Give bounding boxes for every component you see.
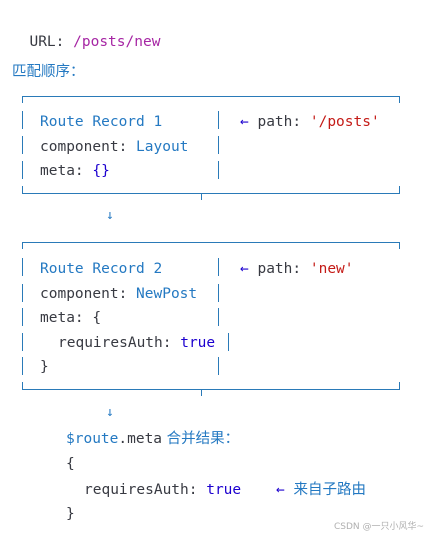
- box2-left-seg-2: [22, 284, 23, 302]
- box1-connector: [201, 194, 202, 200]
- merge-result-close: }: [66, 506, 75, 522]
- record-1-component-value: Layout: [136, 139, 189, 155]
- box1-bottom-left-tick: [22, 186, 23, 193]
- box1-top-border: [22, 96, 400, 97]
- box1-top-right-tick: [399, 96, 400, 103]
- box2-mid-seg-5: [218, 357, 219, 375]
- record-2-component: component: NewPost: [40, 286, 198, 302]
- box2-connector: [201, 390, 202, 396]
- box2-mid-seg-1: [218, 258, 219, 276]
- record-1-path-value: '/posts': [309, 114, 380, 130]
- url-line: URL: /posts/new: [12, 12, 160, 52]
- left-arrow-icon: ←: [276, 482, 285, 498]
- box2-bottom-left-tick: [22, 382, 23, 389]
- box1-bottom-right-tick: [399, 186, 400, 193]
- box2-left-seg-3: [22, 308, 23, 326]
- left-arrow-icon: ←: [240, 261, 249, 277]
- down-arrow-icon: ↓: [106, 405, 114, 420]
- box2-top-left-tick: [22, 242, 23, 249]
- merge-result-requires-auth: requiresAuth: true: [84, 482, 242, 498]
- merge-result-source: ← 来自子路由: [276, 482, 366, 498]
- box1-left-seg-2: [22, 136, 23, 154]
- box1-mid-seg-2: [218, 136, 219, 154]
- record-1-component: component: Layout: [40, 139, 189, 155]
- merge-result-open: {: [66, 456, 75, 472]
- url-path: /posts/new: [73, 34, 161, 50]
- box1-top-left-tick: [22, 96, 23, 103]
- box2-bottom-border: [22, 389, 400, 390]
- match-order-title: 匹配顺序：: [12, 64, 85, 80]
- url-label: URL:: [29, 34, 74, 50]
- record-1-path-annotation: ← path: '/posts': [240, 114, 380, 130]
- box1-left-seg-3: [22, 161, 23, 179]
- box2-left-seg-5: [22, 357, 23, 375]
- record-2-path-annotation: ← path: 'new': [240, 261, 354, 277]
- box1-mid-seg-1: [218, 111, 219, 129]
- record-1-title: Route Record 1: [40, 114, 163, 130]
- record-1-meta: meta: {}: [40, 163, 110, 179]
- box2-mid-seg-3: [218, 308, 219, 326]
- left-arrow-icon: ←: [240, 114, 249, 130]
- down-arrow-icon: ↓: [106, 208, 114, 223]
- box2-left-seg-4: [22, 333, 23, 351]
- record-2-title: Route Record 2: [40, 261, 163, 277]
- box2-top-border: [22, 242, 400, 243]
- box1-mid-seg-3: [218, 161, 219, 179]
- merge-result-title: $route.meta 合并结果：: [66, 431, 240, 447]
- record-2-component-value: NewPost: [136, 286, 198, 302]
- box2-mid-seg-4: [228, 333, 229, 351]
- merge-result-requires-auth-value: true: [206, 482, 242, 498]
- box2-top-right-tick: [399, 242, 400, 249]
- watermark: CSDN @一只小风华~: [334, 522, 425, 532]
- record-1-meta-value: {}: [92, 163, 110, 179]
- record-2-requires-auth: requiresAuth: true: [58, 335, 216, 351]
- record-2-requires-auth-value: true: [180, 335, 216, 351]
- box2-mid-seg-2: [218, 284, 219, 302]
- box1-left-seg-1: [22, 111, 23, 129]
- box2-left-seg-1: [22, 258, 23, 276]
- record-2-path-value: 'new': [309, 261, 354, 277]
- box2-bottom-right-tick: [399, 382, 400, 389]
- route-var: $route: [66, 431, 119, 447]
- box1-bottom-border: [22, 193, 400, 194]
- record-2-meta: meta: {: [40, 310, 102, 326]
- record-2-meta-close: }: [40, 359, 49, 375]
